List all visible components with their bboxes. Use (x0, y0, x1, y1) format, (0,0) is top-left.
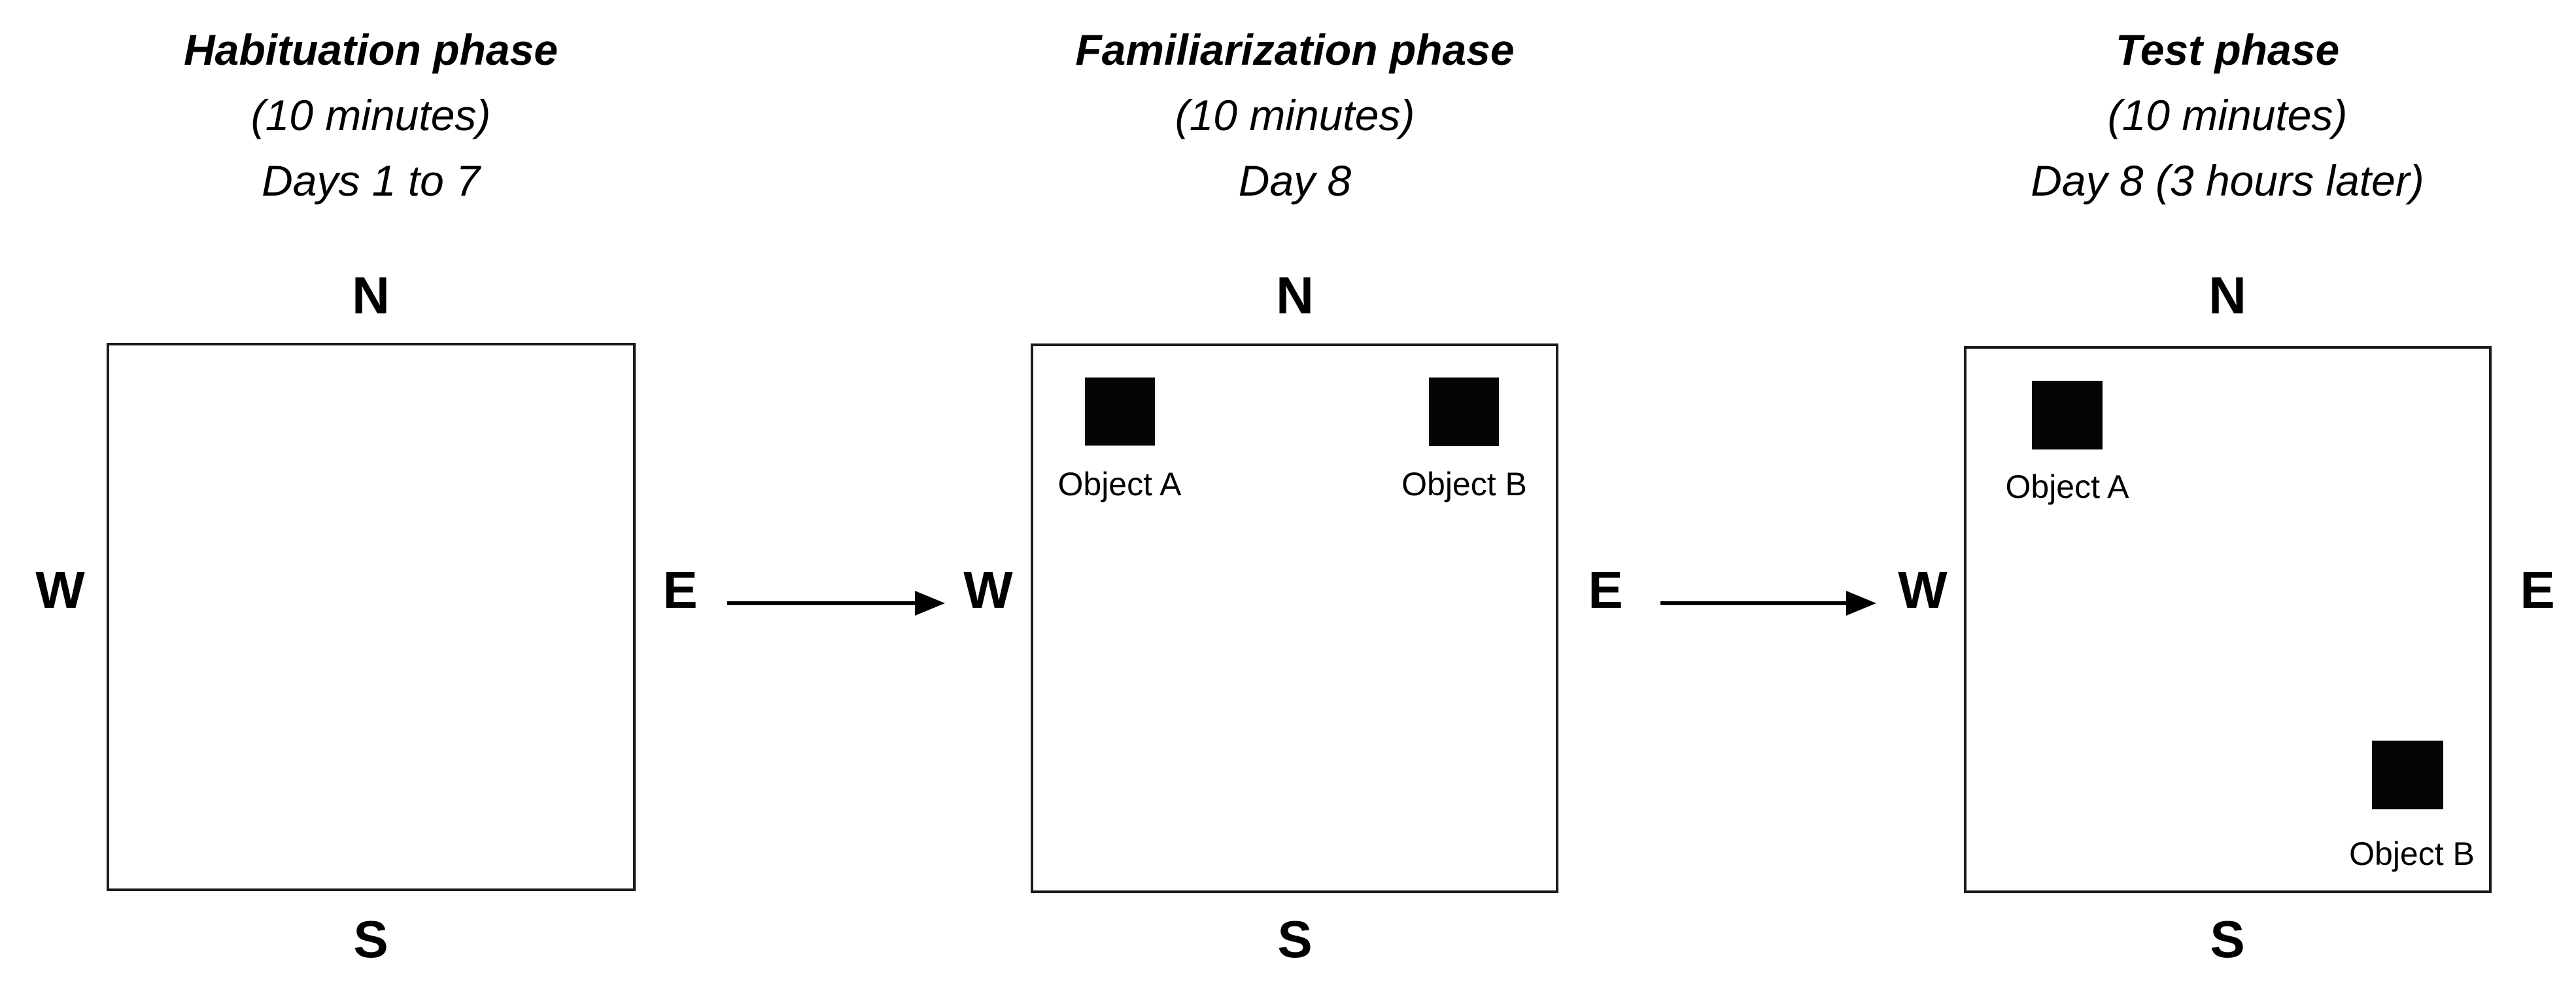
arrow-head-icon (915, 591, 945, 616)
phase-name: Habituation phase (183, 26, 558, 74)
compass-west-label: W (35, 561, 85, 619)
compass-south-label: S (1277, 910, 1313, 968)
arrow-icon (727, 601, 917, 605)
phase-timing: Days 1 to 7 (262, 156, 480, 205)
phase-title-familiarization: Familiarization phase (10 minutes) Day 8 (935, 17, 1655, 213)
compass-west-label: W (963, 561, 1013, 619)
compass-east-label: E (662, 561, 698, 619)
arrow-head-icon (1846, 591, 1876, 616)
arena-box-habituation (107, 343, 636, 891)
object-a-square (1085, 378, 1155, 446)
phase-duration: (10 minutes) (250, 91, 491, 139)
compass-north-label: N (2208, 266, 2246, 325)
compass-south-label: S (2210, 910, 2245, 968)
object-a-label: Object A (2005, 468, 2129, 505)
phase-timing: Day 8 (3 hours later) (2031, 156, 2424, 205)
object-b-label: Object B (1401, 466, 1527, 502)
compass-south-label: S (353, 910, 388, 968)
object-a-label: Object A (1057, 466, 1182, 502)
compass-north-label: N (352, 266, 390, 325)
phase-name: Familiarization phase (1075, 26, 1515, 74)
phase-name: Test phase (2115, 26, 2340, 74)
arrow-icon (1660, 601, 1848, 605)
compass-east-label: E (1588, 561, 1623, 619)
phase-title-test: Test phase (10 minutes) Day 8 (3 hours l… (1868, 17, 2576, 213)
compass-east-label: E (2520, 561, 2555, 619)
object-b-square (2372, 741, 2443, 809)
object-b-square (1429, 378, 1499, 446)
compass-north-label: N (1276, 266, 1314, 325)
phase-duration: (10 minutes) (2107, 91, 2348, 139)
object-a-square (2032, 381, 2103, 449)
phase-duration: (10 minutes) (1175, 91, 1415, 139)
object-b-label: Object B (2349, 835, 2475, 872)
phase-title-habituation: Habituation phase (10 minutes) Days 1 to… (11, 17, 730, 213)
compass-west-label: W (1898, 561, 1948, 619)
phase-timing: Day 8 (1238, 156, 1352, 205)
